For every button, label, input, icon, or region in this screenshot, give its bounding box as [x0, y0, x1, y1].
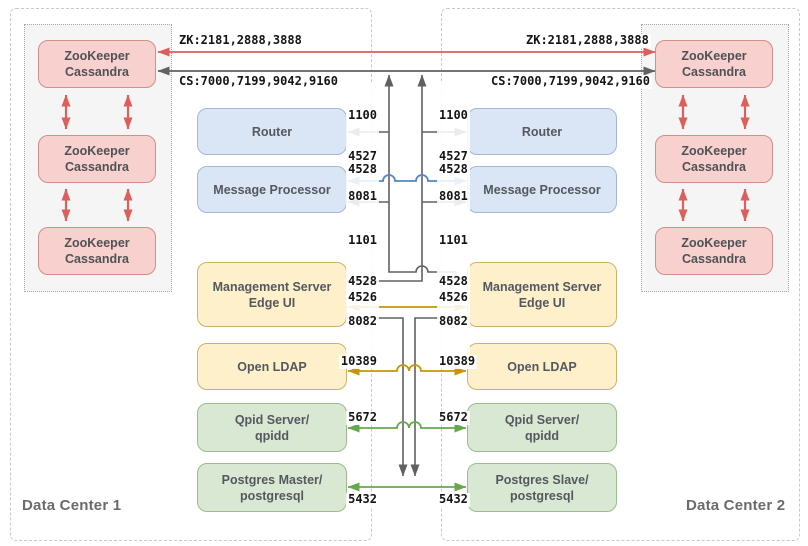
zk-ports-label-right: ZK:2181,2888,3888 — [524, 33, 651, 48]
zk-node-label-line1: ZooKeeper — [681, 236, 747, 250]
postgres-master-label-line1: Postgres Master/ — [221, 472, 323, 487]
router-label: Router — [251, 124, 293, 139]
management-server-label-line1: Management Server — [482, 279, 602, 294]
qpid-dc2: Qpid Server/ qpidd — [467, 403, 617, 452]
qpid-label-line2: qpidd — [524, 428, 559, 443]
open-ldap-dc2: Open LDAP — [467, 343, 617, 390]
ldap-port-label-left: 10389 — [338, 354, 379, 369]
open-ldap-dc1: Open LDAP — [197, 343, 347, 390]
router-ports-label-right: 1100 4527 8081 — [437, 82, 470, 231]
router-dc1: Router — [197, 108, 347, 155]
port-value: 4528 — [439, 273, 468, 288]
postgres-master-label-line2: postgresql — [240, 488, 304, 503]
port-value: 8081 — [348, 189, 377, 203]
management-server-label-line2: Edge UI — [248, 295, 296, 310]
zk-node-dc2-1: ZooKeeper Cassandra — [655, 40, 773, 88]
port-value: 8081 — [439, 189, 468, 203]
port-value: 1100 — [439, 108, 468, 122]
zk-node-dc1-1: ZooKeeper Cassandra — [38, 40, 156, 88]
management-server-dc2: Management Server Edge UI — [467, 262, 617, 327]
qpid-label-line1: Qpid Server/ — [504, 412, 580, 427]
zk-node-label-line2: Cassandra — [65, 160, 129, 174]
ms-port-label-right: 4526 — [437, 290, 470, 305]
ms-port-label-left: 4526 — [346, 290, 379, 305]
zk-node-label-line2: Cassandra — [682, 160, 746, 174]
management-server-label-line1: Management Server — [212, 279, 332, 294]
zk-node-label-line1: ZooKeeper — [64, 49, 130, 63]
zk-node-label-line1: ZooKeeper — [681, 49, 747, 63]
qpid-label-line2: qpidd — [254, 428, 289, 443]
zk-node-label-line1: ZooKeeper — [64, 236, 130, 250]
management-server-dc1: Management Server Edge UI — [197, 262, 347, 327]
ldap-port-label-right: 10389 — [437, 354, 478, 369]
qpid-port-label-right: 5672 — [437, 410, 470, 425]
cs-ports-label-left: CS:7000,7199,9042,9160 — [177, 74, 340, 89]
zk-node-dc2-3: ZooKeeper Cassandra — [655, 227, 773, 275]
message-processor-label: Message Processor — [483, 182, 601, 197]
postgres-port-label-left: 5432 — [346, 492, 379, 507]
router-label: Router — [521, 124, 563, 139]
management-server-label-line2: Edge UI — [518, 295, 566, 310]
postgres-master-dc1: Postgres Master/ postgresql — [197, 463, 347, 512]
zk-node-label-line1: ZooKeeper — [64, 144, 130, 158]
port-value: 4528 — [348, 273, 377, 288]
port-value: 8082 — [439, 314, 468, 328]
zk-node-label-line2: Cassandra — [65, 252, 129, 266]
postgres-slave-label-line2: postgresql — [510, 488, 574, 503]
qpid-dc1: Qpid Server/ qpidd — [197, 403, 347, 452]
port-value: 1101 — [348, 233, 377, 247]
router-dc2: Router — [467, 108, 617, 155]
postgres-slave-label-line1: Postgres Slave/ — [495, 472, 589, 487]
qpid-label-line1: Qpid Server/ — [234, 412, 310, 427]
postgres-port-label-right: 5432 — [437, 492, 470, 507]
datacenter-2-title: Data Center 2 — [686, 497, 786, 514]
mp-peer-port-label-right: 4528 — [437, 162, 470, 177]
message-processor-dc2: Message Processor — [467, 166, 617, 213]
port-value: 1101 — [439, 233, 468, 247]
router-ports-label-left: 1100 4527 8081 — [346, 82, 379, 231]
message-processor-dc1: Message Processor — [197, 166, 347, 213]
open-ldap-label: Open LDAP — [507, 359, 577, 374]
mp-ports-label-left: 1101 4528 8082 — [346, 207, 379, 356]
zk-node-dc2-2: ZooKeeper Cassandra — [655, 135, 773, 183]
zk-node-label-line2: Cassandra — [682, 252, 746, 266]
port-value: 1100 — [348, 108, 377, 122]
port-value: 4527 — [439, 148, 468, 163]
port-value: 4527 — [348, 148, 377, 163]
zk-node-dc1-3: ZooKeeper Cassandra — [38, 227, 156, 275]
zk-node-label-line2: Cassandra — [682, 65, 746, 79]
zk-ports-label-left: ZK:2181,2888,3888 — [177, 33, 304, 48]
zk-node-label-line1: ZooKeeper — [681, 144, 747, 158]
message-processor-label: Message Processor — [213, 182, 331, 197]
port-value: 8082 — [348, 314, 377, 328]
open-ldap-label: Open LDAP — [237, 359, 307, 374]
mp-ports-label-right: 1101 4528 8082 — [437, 207, 470, 356]
qpid-port-label-left: 5672 — [346, 410, 379, 425]
zk-node-dc1-2: ZooKeeper Cassandra — [38, 135, 156, 183]
datacenter-1-title: Data Center 1 — [22, 497, 122, 514]
postgres-slave-dc2: Postgres Slave/ postgresql — [467, 463, 617, 512]
mp-peer-port-label-left: 4528 — [346, 162, 379, 177]
cs-ports-label-right: CS:7000,7199,9042,9160 — [489, 74, 652, 89]
zk-node-label-line2: Cassandra — [65, 65, 129, 79]
